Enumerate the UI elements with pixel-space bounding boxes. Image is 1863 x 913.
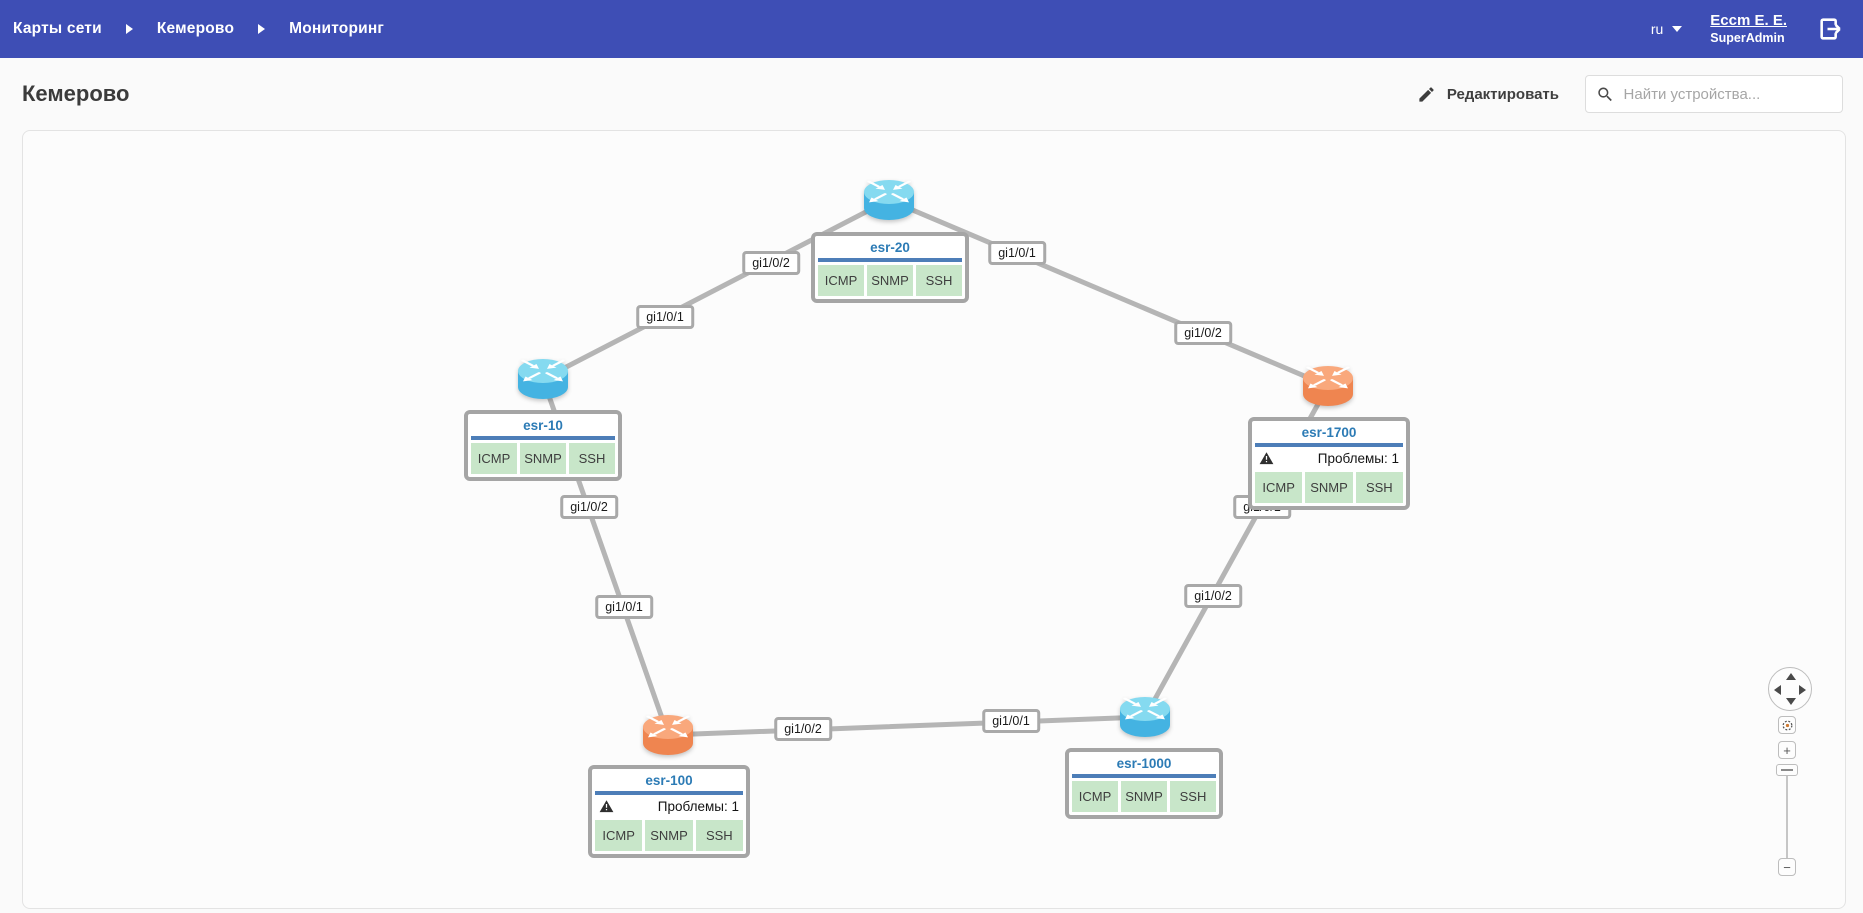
breadcrumb-separator-icon	[258, 24, 266, 34]
zoom-slider-handle[interactable]	[1776, 764, 1798, 776]
user-name-link[interactable]: Eccm E. E.	[1710, 11, 1787, 29]
breadcrumb: Карты сети Кемерово Мониторинг	[13, 20, 384, 38]
protocol-badge-icmp: ICMP	[818, 265, 864, 296]
protocol-badge-ssh: SSH	[1170, 781, 1216, 812]
card-divider	[818, 258, 962, 262]
node-name: esr-100	[645, 773, 693, 788]
card-divider	[595, 791, 743, 795]
protocol-badge-snmp: SNMP	[1305, 472, 1353, 503]
problems-count: Проблемы: 1	[1317, 451, 1399, 466]
problems-count: Проблемы: 1	[657, 799, 739, 814]
router-icon-esr-100[interactable]	[637, 709, 699, 761]
node-name: esr-1700	[1301, 425, 1357, 440]
edge-esr10-esr20	[540, 197, 892, 382]
zoom-slider-track	[1786, 776, 1788, 858]
pan-compass-control[interactable]	[1768, 667, 1812, 711]
logout-button[interactable]	[1815, 13, 1847, 45]
page-title: Кемерово	[22, 81, 130, 106]
language-selector[interactable]: ru	[1650, 21, 1683, 37]
protocol-badge-ssh: SSH	[695, 820, 743, 851]
protocol-badge-ssh: SSH	[569, 443, 615, 474]
zoom-in-button[interactable]: +	[1778, 741, 1796, 759]
breadcrumb-map[interactable]: Кемерово	[156, 20, 235, 37]
protocol-badge-ssh: SSH	[1355, 472, 1403, 503]
protocol-badge-icmp: ICMP	[1255, 472, 1303, 503]
breadcrumb-monitoring[interactable]: Мониторинг	[289, 20, 385, 37]
router-icon-esr-20[interactable]	[858, 174, 920, 226]
breadcrumb-separator-icon	[125, 24, 133, 34]
edit-button[interactable]: Редактировать	[1417, 85, 1559, 104]
card-divider	[1255, 443, 1403, 447]
node-card-esr-20[interactable]: esr-20 ICMP SNMP SSH	[811, 232, 969, 303]
node-name: esr-1000	[1116, 756, 1172, 771]
edge-esr100-esr1000	[665, 714, 1148, 738]
breadcrumb-network-maps[interactable]: Карты сети	[13, 20, 102, 37]
pencil-icon	[1419, 86, 1434, 102]
pan-right-icon	[1799, 685, 1806, 695]
user-role: SuperAdmin	[1710, 30, 1785, 45]
edge-esr20-esr1700	[886, 197, 1331, 389]
protocol-badge-icmp: ICMP	[1072, 781, 1118, 812]
zoom-out-button[interactable]: −	[1778, 858, 1796, 876]
node-card-esr-1000[interactable]: esr-1000 ICMP SNMP SSH	[1065, 748, 1223, 819]
fit-to-screen-button[interactable]	[1778, 716, 1796, 734]
pan-down-icon	[1786, 698, 1796, 705]
protocol-badge-snmp: SNMP	[1121, 781, 1167, 812]
edge-label: gi1/0/1	[988, 241, 1046, 265]
card-divider	[471, 436, 615, 440]
protocol-badge-icmp: ICMP	[471, 443, 517, 474]
protocol-badge-snmp: SNMP	[520, 443, 566, 474]
warning-icon	[599, 800, 614, 813]
chevron-down-icon	[1672, 26, 1683, 32]
language-code: ru	[1650, 21, 1664, 37]
node-name: esr-10	[523, 418, 563, 433]
device-search	[1585, 75, 1843, 113]
edge-label: gi1/0/1	[595, 595, 653, 619]
node-card-esr-100[interactable]: esr-100 Проблемы: 1 ICMP SNMP SSH	[588, 765, 750, 858]
node-card-esr-10[interactable]: esr-10 ICMP SNMP SSH	[464, 410, 622, 481]
logout-icon	[1820, 18, 1841, 40]
router-icon-esr-1000[interactable]	[1114, 691, 1176, 743]
pan-up-icon	[1786, 673, 1796, 680]
pan-left-icon	[1774, 685, 1781, 695]
network-map-canvas[interactable]: gi1/0/1 gi1/0/2 gi1/0/1 gi1/0/2 gi1/0/2 …	[22, 130, 1846, 909]
edge-label: gi1/0/2	[742, 251, 800, 275]
edge-label: gi1/0/1	[982, 709, 1040, 733]
edge-label: gi1/0/2	[774, 717, 832, 741]
fit-icon	[1782, 720, 1792, 730]
app-bar: Карты сети Кемерово Мониторинг ru Eccm E…	[0, 0, 1863, 58]
search-icon	[1598, 87, 1612, 101]
warning-icon	[1259, 452, 1274, 465]
protocol-badge-snmp: SNMP	[645, 820, 693, 851]
protocol-badge-icmp: ICMP	[595, 820, 643, 851]
edge-label: gi1/0/1	[636, 305, 694, 329]
page-toolbar: Кемерово Редактировать	[0, 58, 1863, 130]
router-icon-esr-1700[interactable]	[1297, 360, 1359, 412]
edge-label: gi1/0/2	[1174, 321, 1232, 345]
protocol-badge-ssh: SSH	[916, 265, 962, 296]
protocol-badge-snmp: SNMP	[867, 265, 913, 296]
user-block: Eccm E. E. SuperAdmin	[1710, 12, 1787, 46]
node-name: esr-20	[870, 240, 910, 255]
router-icon-esr-10[interactable]	[512, 353, 574, 405]
card-divider	[1072, 774, 1216, 778]
edge-label: gi1/0/2	[1184, 584, 1242, 608]
search-input[interactable]	[1623, 85, 1832, 103]
edit-button-label: Редактировать	[1446, 85, 1559, 103]
node-card-esr-1700[interactable]: esr-1700 Проблемы: 1 ICMP SNMP SSH	[1248, 417, 1410, 510]
edge-label: gi1/0/2	[560, 495, 618, 519]
